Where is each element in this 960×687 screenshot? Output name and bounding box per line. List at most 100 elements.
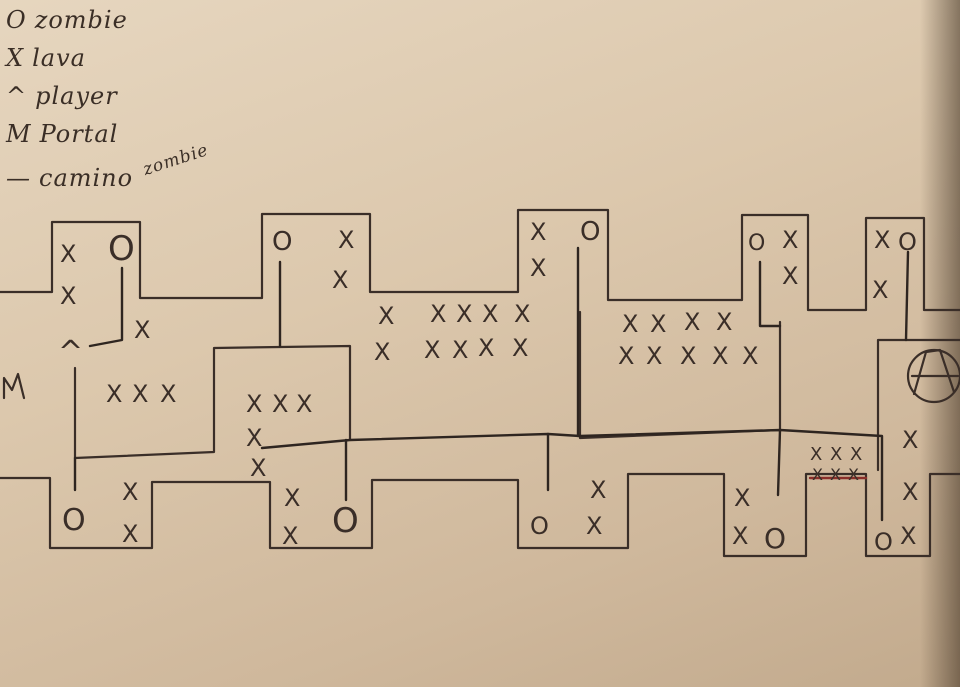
lava-marker: X (590, 476, 606, 504)
portal-room-wall (876, 338, 960, 472)
paper-shadow (920, 0, 960, 687)
lava-marker: X (734, 484, 750, 512)
lava-marker: X (60, 282, 76, 310)
lava-marker: X (60, 240, 76, 268)
zombie-marker: O (62, 503, 86, 538)
zombie-marker: O (580, 217, 600, 247)
lava-marker: X (478, 334, 494, 362)
lava-marker: X (530, 254, 546, 282)
player-marker: ^ (58, 335, 83, 370)
lava-marker: X (530, 218, 546, 246)
lava-marker: X (514, 300, 530, 328)
lava-marker: X (618, 342, 634, 370)
chamber-right (578, 310, 782, 440)
lava-legend-symbol: X (6, 44, 25, 72)
portal-legend-symbol: M (6, 120, 32, 148)
lava-marker: X (586, 512, 602, 540)
zombie-marker: O (748, 231, 765, 256)
path-legend-label: camino (39, 164, 134, 192)
lava-marker: X (134, 316, 150, 344)
lava-marker: X (874, 226, 890, 254)
map-top-wall (0, 208, 960, 312)
lava-marker: X (482, 300, 498, 328)
lava-marker: X (378, 302, 394, 330)
lava-marker: X (332, 266, 348, 294)
zombie-marker: O (874, 528, 893, 556)
lava-marker: X (782, 226, 798, 254)
legend-path: — camino (6, 164, 133, 192)
portal-left (2, 372, 26, 400)
lava-marker: X (646, 342, 662, 370)
lava-marker: X (338, 226, 354, 254)
zombie-marker: O (764, 522, 786, 555)
lava-marker: X (246, 390, 262, 418)
lava-marker: X (282, 522, 298, 550)
lava-marker: X (374, 338, 390, 366)
lava-marker: X (424, 336, 440, 364)
lava-marker: X (782, 262, 798, 290)
legend-player: ^player (6, 82, 118, 110)
lava-legend-label: lava (32, 44, 86, 72)
lava-marker: X (902, 478, 918, 506)
lava-marker: X (512, 334, 528, 362)
zombie-marker: O (108, 229, 135, 269)
zombie-marker: O (272, 227, 292, 257)
lava-marker: X (680, 342, 696, 370)
zombie-marker: O (530, 512, 549, 540)
map-bottom-wall (0, 472, 960, 558)
player-legend-label: player (35, 82, 118, 110)
portal-legend-label: Portal (39, 120, 119, 148)
lava-marker: X (132, 380, 148, 408)
lava-marker: X (830, 465, 841, 484)
lava-marker: X (684, 308, 700, 336)
lava-marker: X (848, 465, 859, 484)
lava-marker: X (122, 520, 138, 548)
zombie-path-1 (88, 266, 124, 348)
lava-marker: X (850, 444, 862, 465)
lava-marker: X (246, 424, 262, 452)
lava-marker: X (872, 276, 888, 304)
lava-marker: X (810, 444, 822, 465)
zombie-path-4 (260, 428, 884, 522)
portal-right (906, 348, 960, 404)
lava-marker: X (430, 300, 446, 328)
zombie-legend-label: zombie (34, 6, 128, 34)
lava-marker: X (452, 336, 468, 364)
lava-marker: X (456, 300, 472, 328)
lava-marker: X (902, 426, 918, 454)
lava-marker: X (296, 390, 312, 418)
zombie-marker: O (898, 228, 917, 256)
lava-marker: X (716, 308, 732, 336)
zombie-path-8 (758, 260, 782, 328)
lava-marker: X (712, 342, 728, 370)
zombie-markers: O O O O O O O O O O (62, 217, 917, 556)
lava-marker: X (122, 478, 138, 506)
lava-marker: X (272, 390, 288, 418)
chamber-left (73, 344, 352, 460)
lava-marker: X (830, 444, 842, 465)
lava-marker: X (160, 380, 176, 408)
lava-marker: X (650, 310, 666, 338)
lava-marker: X (284, 484, 300, 512)
lava-marker: X (106, 380, 122, 408)
player-legend-symbol: ^ (6, 82, 28, 110)
zombie-path-9 (776, 428, 782, 497)
zombie-legend-symbol: O (6, 6, 27, 34)
zombie-path-10 (904, 250, 910, 342)
lava-marker: X (742, 342, 758, 370)
lava-marker: X (732, 522, 748, 550)
lava-markers: X X X X X X X X X X X X X X X X X X X X … (60, 218, 918, 550)
lava-marker: X (622, 310, 638, 338)
lava-marker: X (250, 454, 266, 482)
lava-marker: X (900, 522, 916, 550)
portal-left-icon (2, 372, 26, 400)
portal-right-icon (912, 348, 956, 396)
zombie-marker: O (332, 501, 359, 541)
path-legend-symbol: — (6, 164, 31, 192)
lava-marker: X (812, 465, 823, 484)
